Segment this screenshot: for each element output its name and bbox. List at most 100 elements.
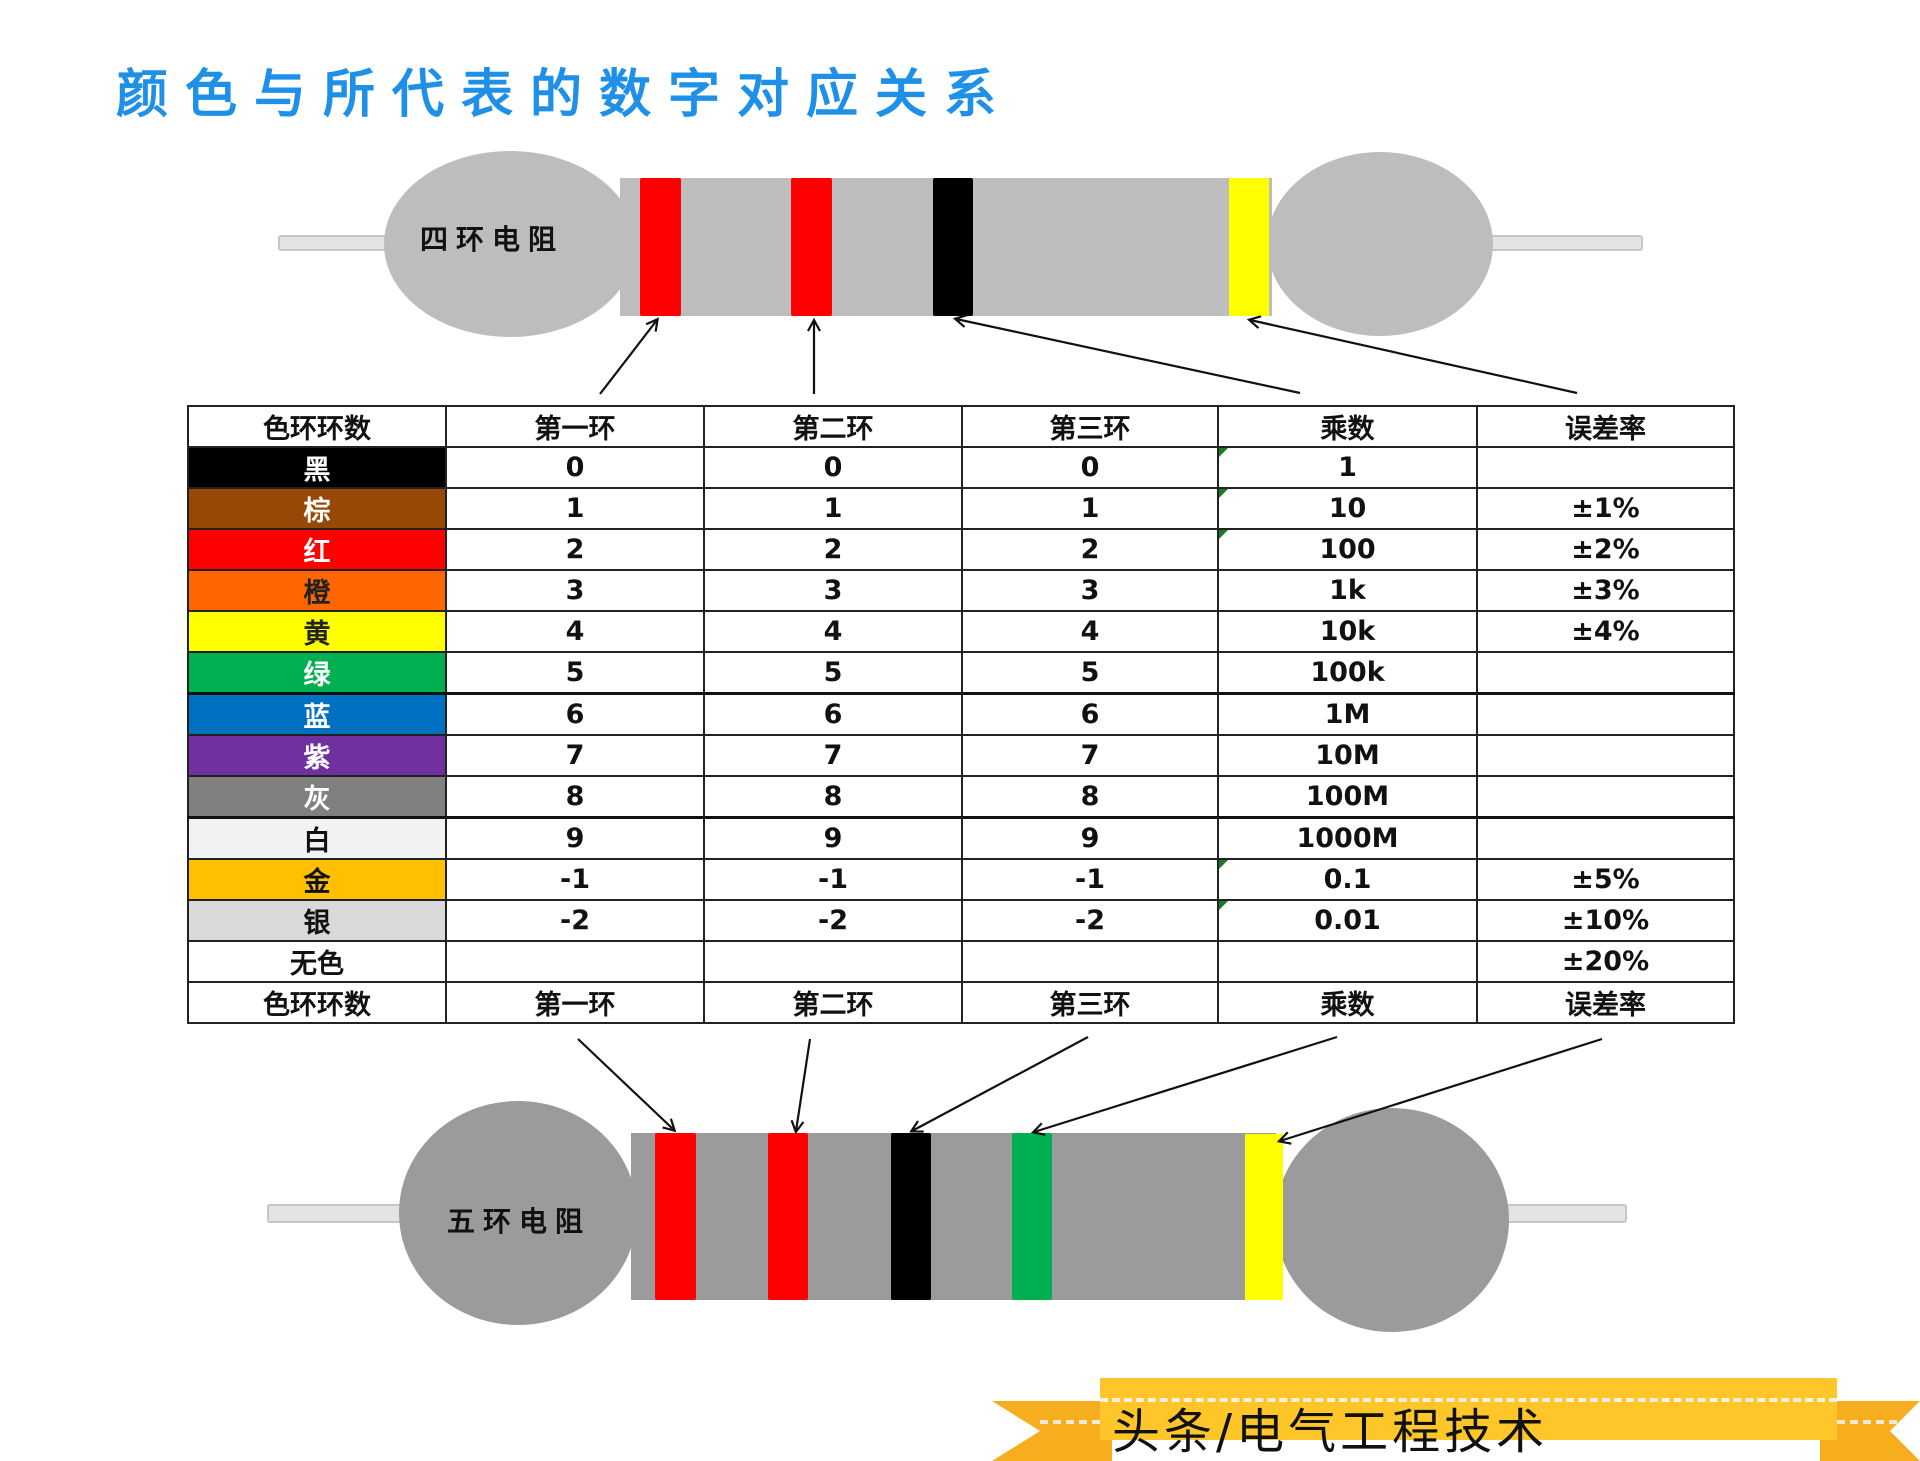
number-as-text-indicator-icon xyxy=(1219,860,1228,869)
tolerance-cell xyxy=(1476,734,1735,777)
band-2-cell: 4 xyxy=(703,610,963,653)
footer-band-1: 第一环 xyxy=(445,981,705,1024)
tolerance-cell: ±2% xyxy=(1476,528,1735,571)
band-2-cell: 7 xyxy=(703,734,963,777)
table-row: 无色 ±20% xyxy=(187,940,1735,983)
band-1-cell: 5 xyxy=(445,651,705,695)
tolerance-cell xyxy=(1476,692,1735,736)
number-as-text-indicator-icon xyxy=(1219,489,1228,498)
band-2-cell: 6 xyxy=(703,692,963,736)
page-title: 颜色与所代表的数字对应关系 xyxy=(116,64,1014,125)
multiplier-cell: 1M xyxy=(1217,692,1478,736)
left-lead xyxy=(267,1204,409,1223)
multiplier-cell: 1k xyxy=(1217,569,1478,612)
footer-color-count: 色环环数 xyxy=(187,981,447,1024)
color-name-cell: 黑 xyxy=(187,446,447,489)
tolerance-cell: ±20% xyxy=(1476,940,1735,983)
band-1-cell: 3 xyxy=(445,569,705,612)
band-2-cell xyxy=(703,940,963,983)
banner-ribbon-left xyxy=(992,1401,1112,1461)
banner-stitch-left xyxy=(1040,1420,1100,1424)
band-1-cell: -2 xyxy=(445,899,705,942)
band-1-cell: -1 xyxy=(445,858,705,901)
left-cap xyxy=(384,151,636,337)
banner-stitch xyxy=(1100,1398,1837,1402)
multiplier-cell: 0.1 xyxy=(1217,858,1478,901)
five-band-label: 五环电阻 xyxy=(447,1205,592,1238)
right-cap xyxy=(1267,152,1493,336)
table-footer-row: 色环环数 第一环 第二环 第三环 乘数 误差率 xyxy=(187,981,1735,1024)
footer-band-2: 第二环 xyxy=(703,981,963,1024)
multiplier-cell xyxy=(1217,940,1478,983)
left-cap xyxy=(399,1101,637,1325)
multiplier-cell: 1 xyxy=(1217,446,1478,489)
band-3-cell: 8 xyxy=(961,775,1219,819)
number-as-text-indicator-icon xyxy=(1219,448,1228,457)
banner-main xyxy=(1100,1378,1837,1440)
multiplier-cell: 100 xyxy=(1217,528,1478,571)
color-name-cell: 绿 xyxy=(187,651,447,695)
number-as-text-indicator-icon xyxy=(1219,901,1228,910)
band-1-cell: 9 xyxy=(445,816,705,860)
right-cap xyxy=(1275,1108,1509,1332)
left-lead xyxy=(278,235,390,251)
band-3-cell: 6 xyxy=(961,692,1219,736)
footer-tolerance: 误差率 xyxy=(1476,981,1735,1024)
color-name-cell: 无色 xyxy=(187,940,447,983)
band-1 xyxy=(640,178,681,316)
band-3-cell: -2 xyxy=(961,899,1219,942)
band-2-cell: 8 xyxy=(703,775,963,819)
color-name-cell: 棕 xyxy=(187,487,447,530)
multiplier-cell: 10M xyxy=(1217,734,1478,777)
color-name-cell: 白 xyxy=(187,816,447,860)
band-multiplier xyxy=(1012,1133,1052,1300)
color-name-cell: 红 xyxy=(187,528,447,571)
multiplier-cell: 100k xyxy=(1217,651,1478,695)
color-name-cell: 蓝 xyxy=(187,692,447,736)
band-1-cell: 0 xyxy=(445,446,705,489)
band-3-cell: 1 xyxy=(961,487,1219,530)
color-name-cell: 紫 xyxy=(187,734,447,777)
color-name-cell: 黄 xyxy=(187,610,447,653)
multiplier-cell: 10 xyxy=(1217,487,1478,530)
tolerance-cell xyxy=(1476,651,1735,695)
band-3-cell xyxy=(961,940,1219,983)
tolerance-cell: ±4% xyxy=(1476,610,1735,653)
multiplier-cell: 100M xyxy=(1217,775,1478,819)
band-1-cell: 6 xyxy=(445,692,705,736)
band-3-cell: 5 xyxy=(961,651,1219,695)
footer-band-3: 第三环 xyxy=(961,981,1219,1024)
color-name-cell: 橙 xyxy=(187,569,447,612)
header-band-3: 第三环 xyxy=(961,405,1219,448)
four-band-resistor xyxy=(278,151,1643,337)
band-2-cell: 0 xyxy=(703,446,963,489)
band-1-cell: 1 xyxy=(445,487,705,530)
table-header-row: 色环环数 第一环 第二环 第三环 乘数 误差率 xyxy=(187,405,1735,448)
bottom-arrows xyxy=(577,1035,1603,1141)
band-3 xyxy=(891,1133,931,1300)
right-lead xyxy=(1499,1204,1627,1223)
tolerance-cell: ±10% xyxy=(1476,899,1735,942)
tolerance-cell: ±5% xyxy=(1476,858,1735,901)
band-1 xyxy=(655,1133,696,1300)
band-1-cell: 4 xyxy=(445,610,705,653)
header-band-2: 第二环 xyxy=(703,405,963,448)
header-color-count: 色环环数 xyxy=(187,405,447,448)
banner-stitch-right xyxy=(1837,1420,1897,1424)
source-banner: 头条/电气工程技术 xyxy=(992,1378,1920,1461)
band-2-cell: 3 xyxy=(703,569,963,612)
header-multiplier: 乘数 xyxy=(1217,405,1478,448)
multiplier-cell: 0.01 xyxy=(1217,899,1478,942)
band-3-cell: -1 xyxy=(961,858,1219,901)
tolerance-cell: ±1% xyxy=(1476,487,1735,530)
band-3-cell: 7 xyxy=(961,734,1219,777)
tolerance-cell: ±3% xyxy=(1476,569,1735,612)
banner-text: 头条/电气工程技术 xyxy=(1112,1404,1549,1460)
band-1-cell xyxy=(445,940,705,983)
